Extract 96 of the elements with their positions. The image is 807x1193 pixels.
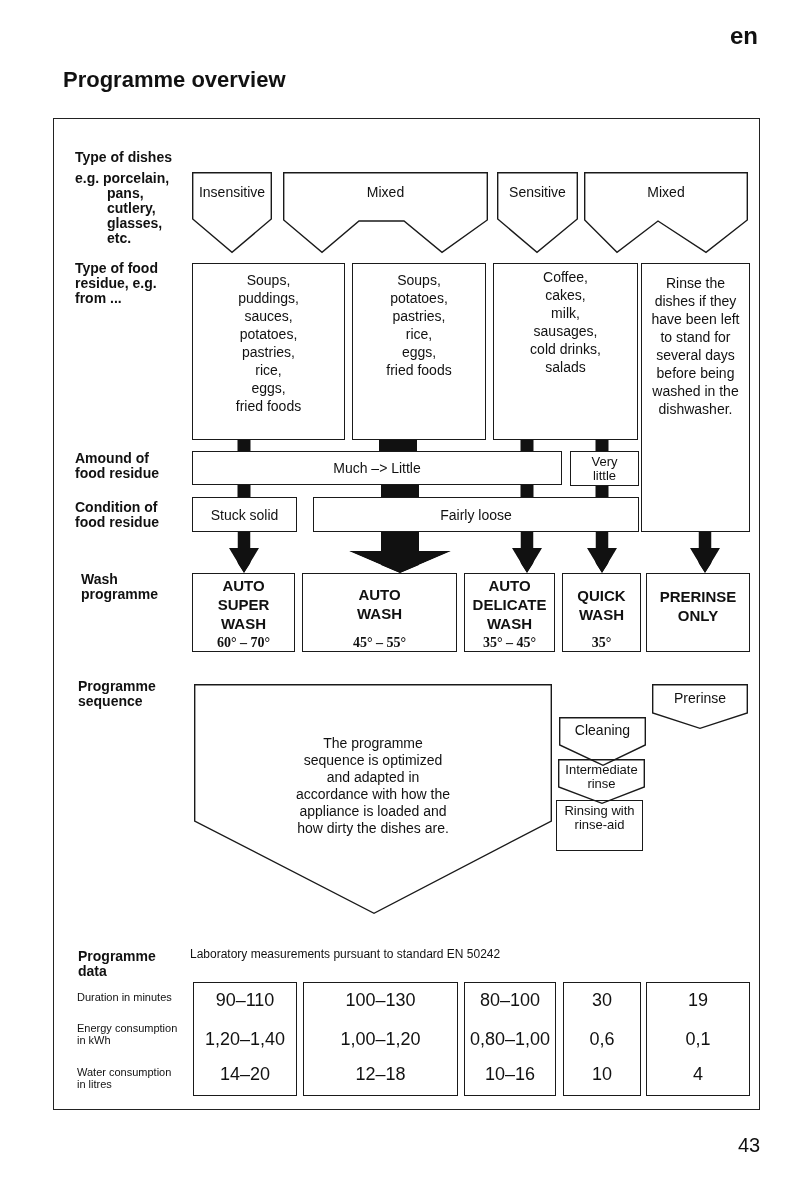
programme-box [302,573,457,652]
step-pentagon [559,717,646,766]
arrow [349,532,451,573]
connector-bar [520,485,534,497]
water-value: 12–18 [355,1063,406,1085]
condition-label: Fairly loose [440,506,512,524]
programme-name: QUICK WASH [576,586,627,624]
energy-value: 0,6 [589,1028,615,1050]
energy-value: 1,00–1,20 [340,1028,421,1050]
temperature-range: 35° [591,634,612,652]
connector-bar [520,440,534,451]
row-heading: e.g. porcelain, pans, cutlery, glasses, etc. [75,171,171,246]
energy-value: 1,20–1,40 [204,1028,286,1050]
category-label: Mixed [647,183,685,201]
amount-box [192,451,562,485]
connector-bar [237,440,251,451]
arrow [512,532,542,573]
food-list-box [192,263,345,440]
data-box [464,982,556,1096]
arrow [587,532,617,573]
row-heading: Programme sequence [78,679,157,709]
category-pentagon [192,172,272,253]
data-box [193,982,297,1096]
row-label: Water consumption in litres [77,1066,173,1090]
programme-box [464,573,555,652]
programme-name: PRERINSE ONLY [658,587,738,625]
water-value: 4 [693,1063,703,1085]
row-heading: Condition of food residue [75,500,160,530]
sequence-note: The programme sequence is optimized and adapted in accordance with how the appliance is loaded and how dirty the dishes are. [294,735,452,837]
duration-value: 100–130 [345,989,416,1011]
step-label: Intermediate rinse [564,763,639,791]
connector-bar [379,440,417,451]
amount-label: Very little [590,455,619,483]
condition-label: Stuck solid [210,506,279,524]
note-box [641,263,750,532]
programme-name: AUTO SUPER WASH [216,576,271,633]
connector-bar [595,486,609,497]
connector-bar [595,440,609,451]
food-list: Soups, puddings, sauces, potatoes, pastries, rice, eggs, fried foods [235,271,302,415]
category-label: Sensitive [509,183,566,201]
page-number: 43 [738,1133,761,1157]
step-box [556,800,643,851]
energy-value: 0,80–1,00 [469,1028,551,1050]
programme-box [192,573,295,652]
sequence-pentagon [194,684,552,914]
row-heading: Wash programme [81,572,160,602]
data-box [563,982,641,1096]
condition-box [192,497,297,532]
category-pentagon [283,172,488,253]
water-value: 10–16 [484,1063,536,1085]
note-text: Rinse the dishes if they have been left to stand for several days before being washed in the dishwasher. [650,274,741,418]
row-heading: Type of food residue, e.g. from ... [75,261,159,306]
category-label: Insensitive [198,183,266,201]
water-value: 10 [592,1063,612,1085]
page-title: Programme overview [63,67,286,93]
category-pentagon [584,172,748,253]
food-list-box [352,263,486,440]
duration-value: 30 [592,989,612,1011]
row-heading: Type of dishes [75,150,172,165]
note-text: Laboratory measurements pursuant to standard EN 50242 [190,947,501,961]
arrow [229,532,259,573]
condition-box [313,497,639,532]
arrow [690,532,720,573]
food-list-box [493,263,638,440]
programme-box [562,573,641,652]
temperature-range: 45° – 55° [352,634,407,652]
temperature-range: 60° – 70° [216,634,271,652]
step-label: Cleaning [574,721,631,739]
amount-box [570,451,639,486]
category-pentagon [497,172,578,253]
programme-box [646,573,750,652]
row-heading: Amound of food residue [75,451,160,481]
energy-value: 0,1 [685,1028,711,1050]
step-pentagon [558,759,645,804]
data-box [646,982,750,1096]
connector-bar [381,485,419,497]
data-box [303,982,458,1096]
amount-label: Much –> Little [333,459,421,477]
connector-bar [237,485,251,497]
step-label: Prerinse [673,689,727,707]
step-label: Rinsing with rinse-aid [563,804,636,832]
row-heading: Programme data [78,949,157,979]
duration-value: 80–100 [479,989,541,1011]
step-pentagon [652,684,748,729]
programme-name: AUTO DELICATE WASH [471,576,548,633]
food-list: Soups, potatoes, pastries, rice, eggs, fried foods [386,271,452,379]
programme-name: AUTO WASH [356,585,403,623]
row-label: Energy consumption in kWh [77,1022,179,1046]
food-list: Coffee, cakes, milk, sausages, cold drinks, salads [530,268,601,376]
row-label: Duration in minutes [77,991,172,1003]
language-code: en [730,22,758,50]
duration-value: 90–110 [215,989,275,1011]
water-value: 14–20 [219,1063,271,1085]
temperature-range: 35° – 45° [482,634,537,652]
category-label: Mixed [366,183,405,201]
duration-value: 19 [688,989,708,1011]
